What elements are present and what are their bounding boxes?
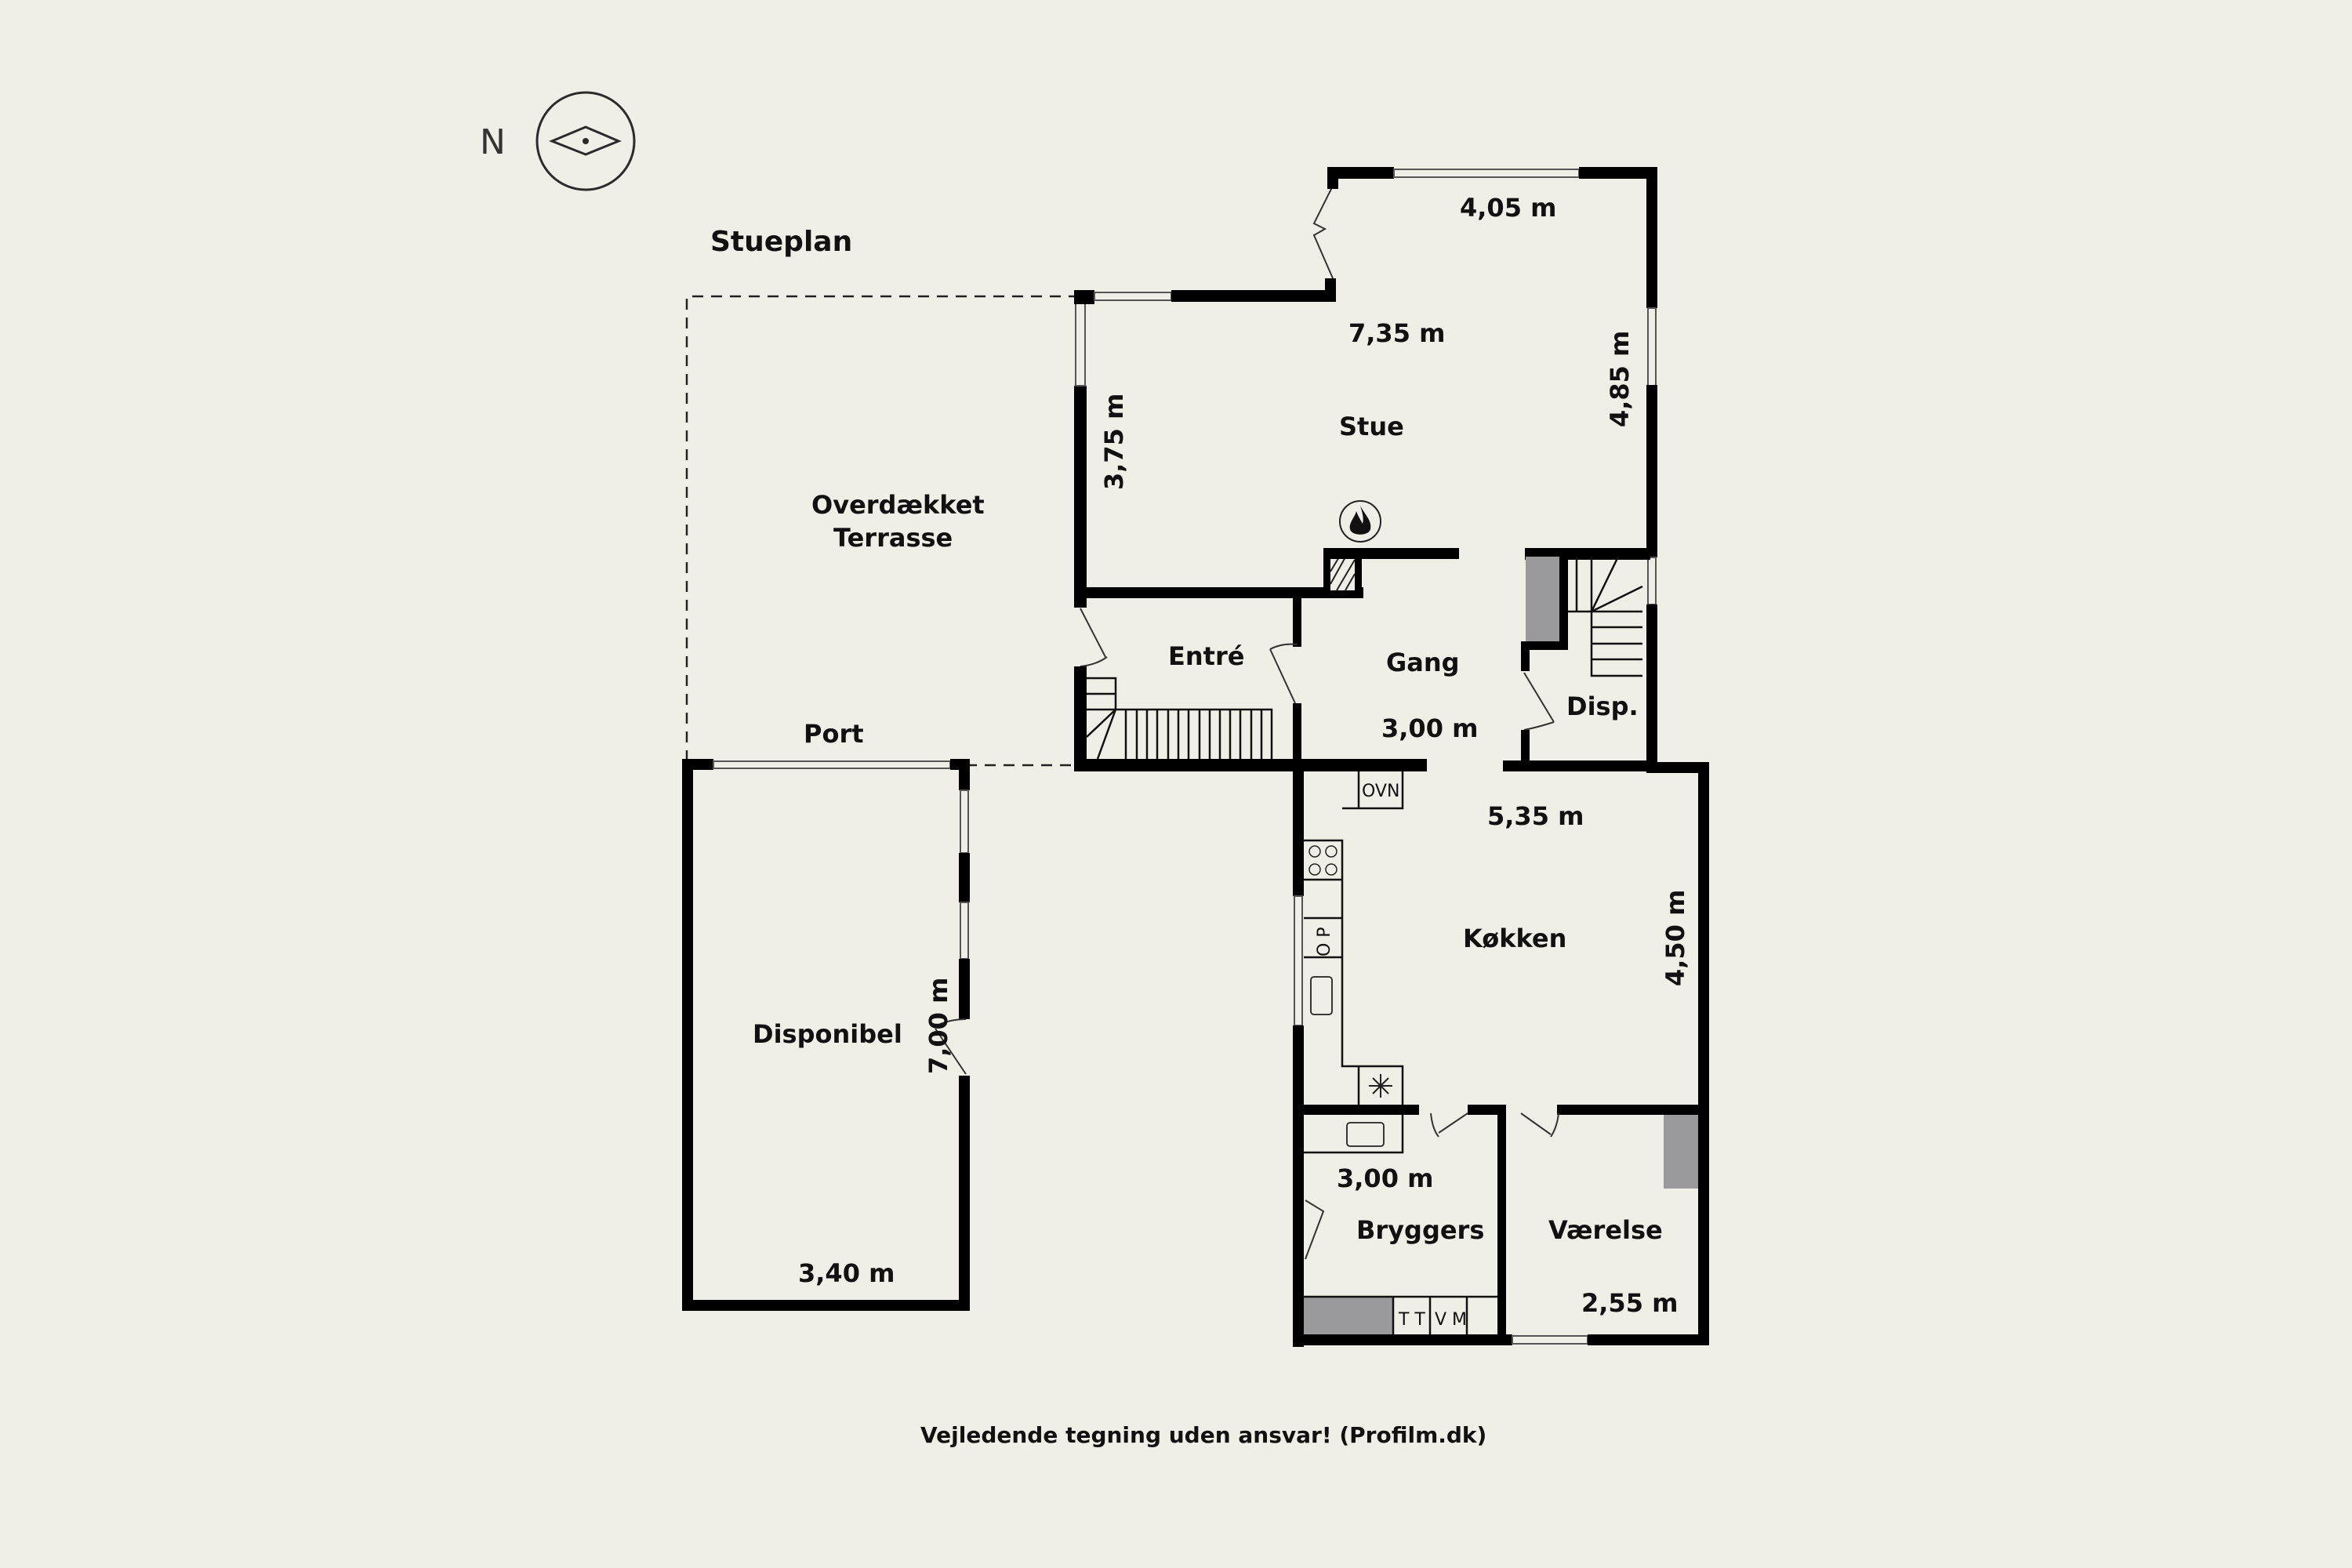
north-arrow-compass-icon: N (480, 91, 636, 191)
fireplace-icon (1339, 500, 1381, 543)
stue-walls (1074, 167, 1657, 769)
vaerelse-name: Værelse (1548, 1215, 1663, 1245)
bryggers-name: Bryggers (1356, 1215, 1484, 1245)
op-label: O P (1315, 927, 1334, 956)
kokken-dim-height: 4,50 m (1661, 890, 1690, 986)
disp-walls (1503, 548, 1656, 771)
gang-dim: 3,00 m (1381, 713, 1478, 743)
vm-label: V M (1435, 1310, 1467, 1330)
compass-label: N (480, 122, 506, 162)
kokken-name: Køkken (1463, 924, 1566, 953)
entre-gang-walls (1074, 596, 1427, 771)
door-bryggers (1430, 1112, 1468, 1138)
freezer-icon (1369, 1074, 1392, 1098)
stue-dim-right: 4,85 m (1605, 331, 1635, 427)
entre-staircase (1086, 677, 1273, 760)
door-vaerelse (1520, 1112, 1559, 1138)
stove-icon (1308, 845, 1338, 876)
stue-dim-width: 7,35 m (1348, 318, 1445, 348)
tt-label: T T (1398, 1310, 1425, 1330)
disponibel-dim-width: 3,40 m (798, 1258, 895, 1288)
disponibel-name: Disponibel (753, 1019, 902, 1049)
vaerelse-fixtures (1664, 1115, 1698, 1189)
disclaimer-footer: Vejledende tegning uden ansvar! (Profilm… (920, 1422, 1486, 1448)
entre-name: Entré (1168, 641, 1244, 671)
bottom-walls (1293, 1334, 1709, 1345)
plan-title: Stueplan (710, 226, 852, 258)
kokken-walls (1293, 762, 1709, 1347)
kokken-dim-width: 5,35 m (1487, 801, 1584, 831)
bryggers-fixtures: T T V M (1304, 1115, 1497, 1334)
port-label: Port (804, 719, 864, 749)
disponibel-walls (682, 759, 970, 1311)
oven-label: OVN (1362, 782, 1399, 801)
vaerelse-dim: 2,55 m (1581, 1288, 1678, 1318)
stue-name: Stue (1339, 412, 1404, 441)
disponibel-dim-height: 7,00 m (924, 978, 953, 1074)
gang-name: Gang (1386, 648, 1460, 677)
terrace-name-2: Terrasse (833, 523, 953, 553)
disp-name: Disp. (1566, 691, 1639, 721)
stue-dim-left: 3,75 m (1099, 394, 1129, 490)
terrace-outline (685, 295, 1080, 767)
bryggers-dim: 3,00 m (1337, 1163, 1433, 1193)
kitchen-counter: OVN O P (1304, 771, 1404, 1105)
terrace-name-1: Overdækket (811, 490, 985, 520)
chimney (1323, 548, 1459, 598)
stue-dim-top: 4,05 m (1460, 193, 1556, 223)
sink-icon (1310, 976, 1333, 1015)
